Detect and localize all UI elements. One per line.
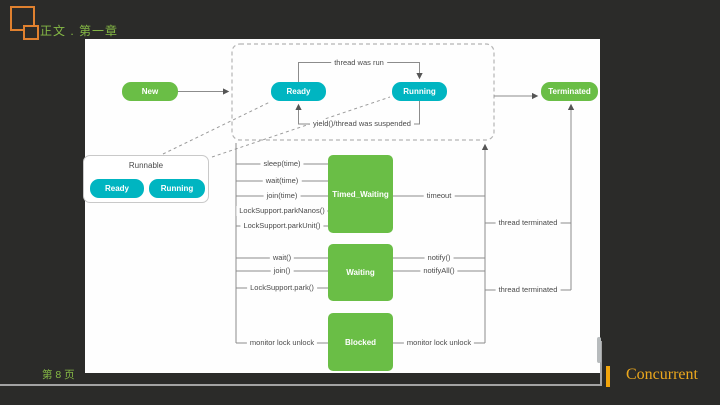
- page-number: 第 8 页: [42, 369, 75, 381]
- legend-node-ready: Ready: [90, 179, 144, 198]
- transition-label-wait-time: wait(time): [262, 176, 302, 186]
- state-node-running: Running: [392, 82, 447, 101]
- transition-label-yield-suspended: yield()/thread was suspended: [310, 119, 414, 129]
- transition-label-monitor-lock-right: monitor lock unlock: [403, 338, 475, 348]
- state-node-new: New: [122, 82, 178, 101]
- transition-label-sleep-time: sleep(time): [260, 159, 304, 169]
- transition-label-notify-all: notifyAll(): [420, 266, 458, 276]
- transition-label-park-nanos: LockSupport.parkNanos(): [236, 206, 328, 216]
- state-box-timed-waiting: Timed_Waiting: [328, 155, 393, 233]
- transition-label-notify: notify(): [424, 253, 454, 263]
- footer-divider-vertical: [600, 341, 602, 385]
- footer-brand: Concurrent: [626, 366, 698, 383]
- slide-logo-icon: [10, 6, 35, 31]
- state-box-waiting: Waiting: [328, 244, 393, 301]
- state-box-blocked: Blocked: [328, 313, 393, 371]
- transition-label-join-time: join(time): [263, 191, 301, 201]
- transition-label-join: join(): [270, 266, 294, 276]
- transition-label-timeout: timeout: [423, 191, 455, 201]
- runnable-legend-title: Runnable: [128, 161, 164, 170]
- transition-label-thread-terminated-2: thread terminated: [495, 285, 561, 295]
- brand-accent-bar: [606, 366, 610, 387]
- transition-label-monitor-lock-left: monitor lock unlock: [246, 338, 318, 348]
- transition-label-wait: wait(): [269, 253, 295, 263]
- legend-node-running: Running: [149, 179, 205, 198]
- section-breadcrumb: 正文 . 第一章: [40, 24, 119, 38]
- state-node-ready: Ready: [271, 82, 326, 101]
- footer-divider: [0, 384, 602, 386]
- slide-logo-small-icon: [23, 25, 39, 40]
- state-node-terminated: Terminated: [541, 82, 598, 101]
- slide-canvas: New Ready Running Terminated thread was …: [83, 39, 600, 373]
- transition-label-thread-terminated-1: thread terminated: [495, 218, 561, 228]
- transition-label-thread-was-run: thread was run: [331, 57, 387, 68]
- transition-label-park: LockSupport.park(): [247, 283, 317, 293]
- transition-label-park-unit: LockSupport.parkUnit(): [240, 221, 324, 231]
- scrollbar-thumb[interactable]: [597, 337, 601, 363]
- runnable-legend-box: Runnable Ready Running: [83, 155, 209, 203]
